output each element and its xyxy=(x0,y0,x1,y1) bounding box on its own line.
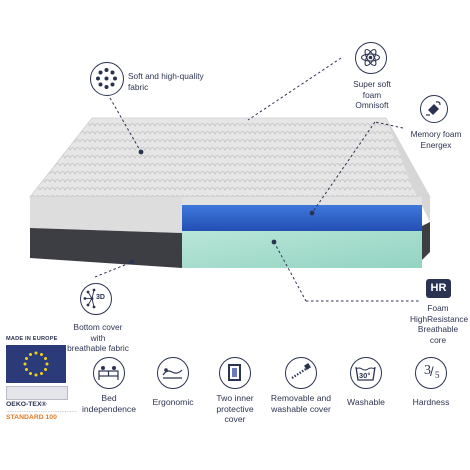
feature-bed-label: Bed independence xyxy=(74,393,144,414)
made-in-europe-label: MADE IN EUROPE xyxy=(6,336,58,342)
eu-star xyxy=(44,357,48,360)
memory-callout-text: Memory foam Energex xyxy=(408,129,464,150)
breathable-3d-icon: 3D xyxy=(80,283,112,315)
fabric-callout-text: Soft and high-quality fabric xyxy=(128,71,204,92)
feature-hardness-line1: Hardness xyxy=(412,397,450,407)
feature-hardness-label: Hardness xyxy=(396,397,466,408)
feature-bed-line1: Bed xyxy=(101,393,117,403)
ergonomic-icon xyxy=(157,357,189,389)
hr-foam-core xyxy=(182,231,422,268)
feature-zipper-line2: washable cover xyxy=(271,403,331,414)
eu-star xyxy=(34,351,38,355)
mattress-side-edge xyxy=(386,118,430,222)
feature-cover-line2: protective xyxy=(216,403,254,414)
eu-flag xyxy=(6,345,66,383)
eu-star xyxy=(29,372,32,376)
hardness-icon: 3 / 5 xyxy=(415,357,447,389)
bed-icon xyxy=(93,357,125,389)
hr-line2: HighResistance xyxy=(410,313,469,324)
bottom-line1: Bottom cover with xyxy=(73,322,123,343)
feature-ergonomic-line1: Ergonomic xyxy=(152,397,194,407)
feature-cover-line1: Two inner xyxy=(216,393,254,403)
hardness-slash: / xyxy=(430,364,434,379)
eu-star xyxy=(23,362,27,366)
feature-washable-label: Washable xyxy=(331,397,401,408)
wash-temp-badge: 30° xyxy=(359,371,371,380)
hr-callout-text: Foam HighResistance Breathable core xyxy=(410,303,469,345)
oeko-tex-sub: ········································… xyxy=(6,409,77,415)
memory-line1: Memory foam xyxy=(410,129,462,139)
hr-line1: Foam xyxy=(427,303,449,313)
hardness-den: 5 xyxy=(435,370,440,380)
eu-star xyxy=(29,352,32,356)
feature-cover-line3: cover xyxy=(224,414,246,424)
bottom-callout-text: Bottom cover with breathable fabric xyxy=(66,322,130,354)
feature-washable-line1: Washable xyxy=(347,397,385,407)
eu-star xyxy=(44,368,48,371)
feature-zipper-line1: Removable and xyxy=(270,393,332,403)
oeko-tex-label: OEKO-TEX® xyxy=(6,401,47,408)
zipper-icon xyxy=(285,357,317,389)
feature-ergonomic-label: Ergonomic xyxy=(138,397,208,408)
feature-zipper-label: Removable and washable cover xyxy=(263,393,339,414)
eu-star xyxy=(45,362,49,366)
hr-line3: Breathable core xyxy=(417,324,459,345)
eu-star xyxy=(24,357,28,360)
memory-foam-icon xyxy=(420,95,448,123)
fabric-line2: fabric xyxy=(128,81,149,92)
cover-icon xyxy=(219,357,251,389)
mattress-base-front xyxy=(30,228,182,268)
washable-icon: 30° xyxy=(350,357,382,389)
eu-star xyxy=(40,372,43,376)
oeko-standard-label: STANDARD 100 xyxy=(6,414,57,421)
feature-bed-line2: independence xyxy=(81,403,136,414)
eu-star xyxy=(24,368,28,371)
fabric-line1: Soft and high-quality xyxy=(128,71,204,81)
atom-icon xyxy=(355,42,387,74)
softfoam-line2: Omnisoft xyxy=(355,100,389,110)
hr-badge: HR xyxy=(426,279,451,298)
memory-line2: Energex xyxy=(420,139,452,150)
eu-star xyxy=(40,352,43,356)
mattress-base-side xyxy=(422,222,430,260)
hardness-num: 3 xyxy=(424,363,431,378)
bottom-line2: breathable fabric xyxy=(67,343,129,353)
badge-3d: 3D xyxy=(96,294,105,301)
eu-star xyxy=(34,373,38,377)
foam-layer-top xyxy=(182,197,422,205)
feature-cover-label: Two inner protective cover xyxy=(200,393,270,425)
softfoam-callout-text: Super soft foam Omnisoft xyxy=(343,79,401,111)
softfoam-line1: Super soft foam xyxy=(353,79,391,100)
memory-foam-layer xyxy=(182,205,422,231)
oeko-certificate-strip xyxy=(6,386,68,400)
mattress-front-edge xyxy=(30,197,182,233)
fabric-icon xyxy=(90,62,124,96)
